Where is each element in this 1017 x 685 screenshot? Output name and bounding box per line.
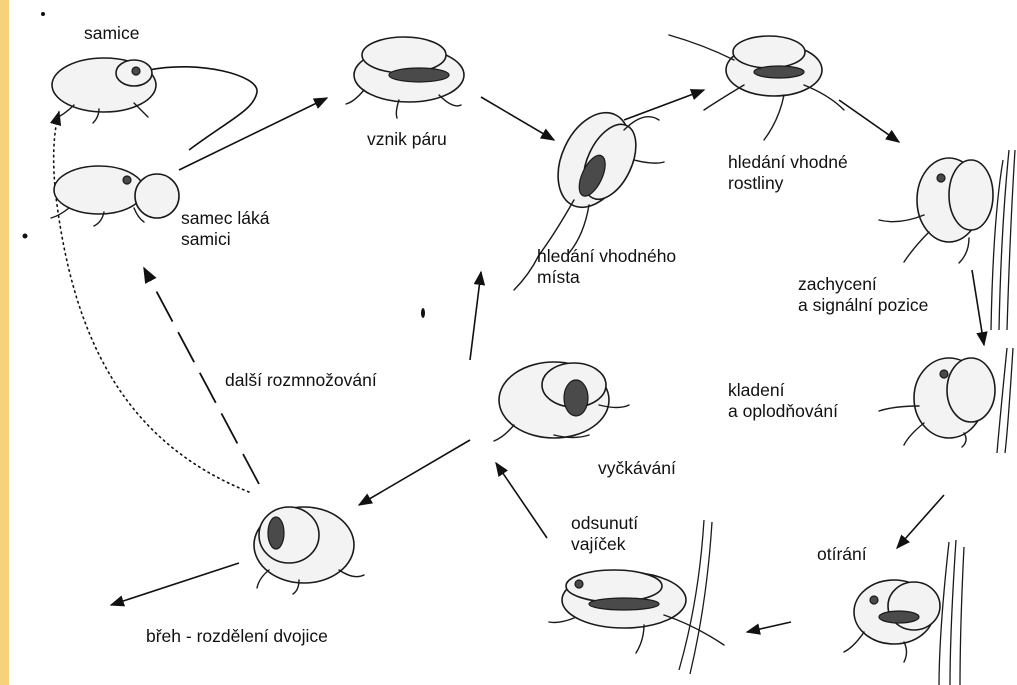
frog-male-calling: [51, 166, 179, 226]
speck: [421, 308, 425, 318]
arrow-samec-to-par: [179, 98, 327, 170]
arrow-rostlina-to-zachyceni: [839, 100, 899, 142]
label-breh: břeh - rozdělení dvojice: [146, 626, 328, 647]
label-samice: samice: [84, 23, 139, 44]
arrow-otirani-to-odsunuti: [747, 622, 791, 632]
frog-pair-forming: [346, 37, 464, 118]
label-vyckavani: vyčkávání: [598, 458, 676, 479]
arrow-zachyceni-to-kladeni: [972, 270, 984, 345]
frog-female: [52, 58, 156, 123]
label-kladeni: kladení a oplodňování: [728, 380, 838, 422]
frog-pair-waiting: [494, 362, 629, 441]
speck: [41, 12, 45, 16]
label-otirani: otírání: [817, 544, 867, 565]
label-zachyceni: zachycení a signální pozice: [798, 274, 928, 316]
label-samec-laka: samec láká samici: [181, 208, 270, 250]
arrow-samice-to-samec: [149, 67, 257, 150]
arrow-vyckavani-to-breh: [359, 440, 470, 505]
label-dalsi-rozmnozovani: další rozmnožování: [225, 370, 377, 391]
frog-reproduction-cycle-diagram: samice samec láká samici vznik páru hled…: [9, 0, 1017, 685]
arrow-misto-to-rostlina: [624, 90, 704, 120]
label-hledani-mista: hledání vhodného místa: [537, 246, 676, 288]
arrow-breh-out: [111, 563, 239, 605]
arrow-vyckavani-to-misto: [470, 272, 481, 360]
label-vznik-paru: vznik páru: [367, 129, 447, 150]
speck: [23, 234, 28, 239]
frog-pair-shore-separating: [254, 507, 364, 594]
frog-pair-leaping: [669, 35, 844, 140]
frog-pair-laying: [879, 348, 1013, 453]
label-hledani-rostliny: hledání vhodné rostliny: [728, 152, 848, 194]
arrow-odsunuti-to-vyckavani: [496, 463, 547, 538]
diagram-graphics: [9, 0, 1017, 685]
label-odsunuti: odsunutí vajíček: [571, 513, 638, 555]
arrow-par-to-misto: [481, 97, 554, 140]
left-border-strip: [0, 0, 9, 685]
arrow-kladeni-to-otirani: [897, 495, 944, 548]
